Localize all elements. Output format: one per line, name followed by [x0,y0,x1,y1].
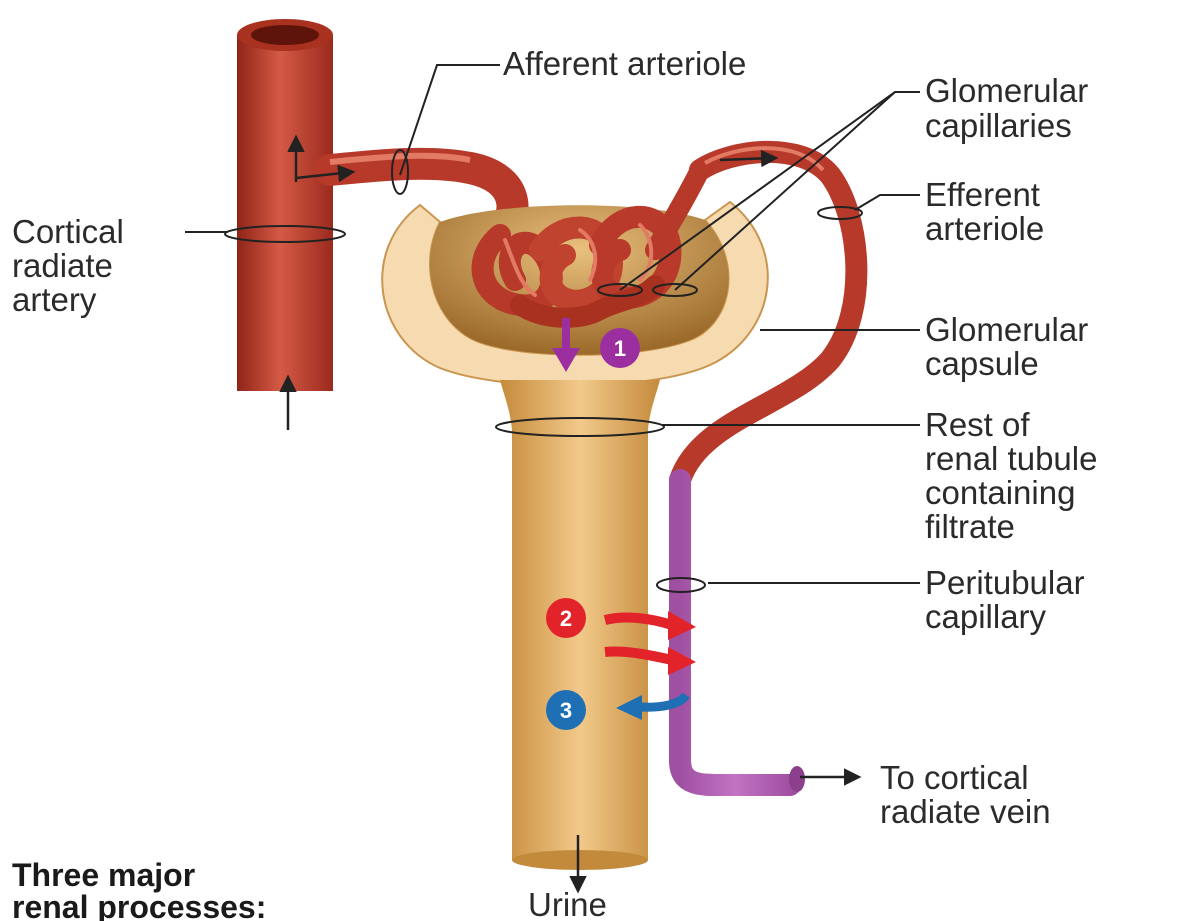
label-rest-of-renal-tubule-line4: filtrate [925,508,1015,545]
label-peritubular-capillary-line1: Peritubular [925,564,1085,601]
label-afferent-arteriole: Afferent arteriole [503,45,746,82]
cortical-radiate-artery-vessel [237,19,333,391]
label-cortical-radiate-artery-line1: Cortical [12,213,124,250]
svg-text:1: 1 [614,336,626,361]
label-urine: Urine [528,886,607,921]
label-glomerular-capsule-line2: capsule [925,345,1039,382]
label-cortical-radiate-artery-line2: radiate [12,247,113,284]
svg-text:2: 2 [560,606,572,631]
label-to-cortical-radiate-vein-line2: radiate vein [880,793,1051,830]
label-glomerular-capsule-line1: Glomerular [925,311,1088,348]
label-glomerular-capillaries-line2: capillaries [925,107,1072,144]
label-efferent-arteriole-line2: arteriole [925,210,1044,247]
label-cortical-radiate-artery-line3: artery [12,281,97,318]
process-marker-2: 2 [546,598,586,638]
peritubular-capillary-vessel [680,480,790,785]
label-three-major-processes-line2: renal processes: [12,889,266,921]
process-marker-1: 1 [600,328,640,368]
label-rest-of-renal-tubule-line2: renal tubule [925,440,1097,477]
process-marker-3: 3 [546,690,586,730]
label-efferent-arteriole-line1: Efferent [925,176,1040,213]
svg-text:3: 3 [560,698,572,723]
label-three-major-processes-line1: Three major [12,857,195,893]
label-glomerular-capillaries-line1: Glomerular [925,72,1088,109]
label-peritubular-capillary-line2: capillary [925,598,1047,635]
label-to-cortical-radiate-vein-line1: To cortical [880,759,1029,796]
label-rest-of-renal-tubule-line1: Rest of [925,406,1030,443]
label-rest-of-renal-tubule-line3: containing [925,474,1075,511]
